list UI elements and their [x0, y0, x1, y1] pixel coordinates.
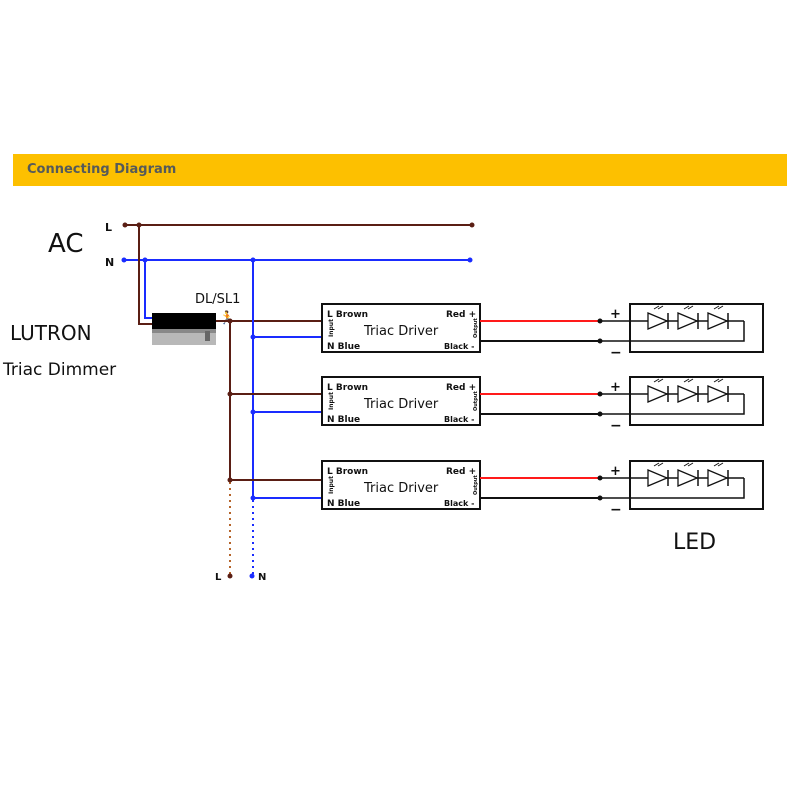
led-plus-sign: +: [610, 307, 621, 322]
dimmer-terminal-label: DL/SL1: [195, 292, 240, 307]
terminal-dot: [122, 222, 128, 228]
led-module-box: [629, 460, 764, 510]
driver-output-pos-label: Red +: [446, 310, 476, 320]
driver-name: Triac Driver: [363, 481, 439, 496]
driver-row: L Brown N Blue Red + Black - Triac Driver Inp…: [227, 460, 764, 518]
driver-output-tag: Output: [473, 475, 479, 495]
led-diode-icon: [647, 378, 669, 403]
terminal-dot: [467, 257, 473, 263]
driver-input-tag: Input: [328, 319, 335, 337]
terminal-dot: [249, 573, 255, 579]
driver-output-pos-label: Red +: [446, 383, 476, 393]
terminal-dot: [597, 391, 603, 397]
led-plus-sign: +: [610, 464, 621, 479]
mains-l-label: L: [105, 221, 112, 234]
driver-row: L Brown N Blue Red + Black - Triac Driver Inp…: [250, 303, 764, 361]
running-man-icon: 🏃: [219, 310, 235, 326]
led-diode-icon: [647, 305, 669, 330]
led-minus-sign: −: [610, 345, 622, 361]
lutron-dimmer-device: [152, 313, 216, 345]
terminal-dot: [597, 495, 603, 501]
driver-input-tag: Input: [328, 476, 335, 494]
led-minus-sign: −: [610, 418, 622, 434]
triac-driver-box: [321, 303, 481, 353]
led-return-wire: [600, 478, 745, 499]
dimmer-neutral-feed: [144, 260, 152, 319]
driver-input-l-label: L Brown: [327, 310, 368, 320]
led-module-box: [629, 376, 764, 426]
led-module-box: [629, 303, 764, 353]
led-return-wire: [600, 321, 745, 342]
driver-output-neg-label: Black -: [444, 415, 474, 424]
led-minus-sign: −: [610, 502, 622, 518]
terminal-dot: [469, 222, 475, 228]
dimmer-brand-label: LUTRON: [10, 321, 92, 345]
driver-input-l-label: L Brown: [327, 383, 368, 393]
triac-driver-box: [321, 460, 481, 510]
driver-output-pos-label: Red +: [446, 467, 476, 477]
led-diode-icon: [677, 462, 699, 487]
bottom-l-label: L: [215, 572, 222, 583]
junction-dot: [250, 409, 256, 415]
driver-input-n-label: N Blue: [327, 415, 360, 425]
driver-output-neg-label: Black -: [444, 342, 474, 351]
terminal-dot: [597, 338, 603, 344]
dimmer-type-label: Triac Dimmer: [2, 360, 116, 380]
bottom-n-label: N: [258, 572, 266, 583]
driver-output-neg-label: Black -: [444, 499, 474, 508]
ac-label: AC: [48, 229, 83, 259]
driver-input-n-label: N Blue: [327, 499, 360, 509]
led-diode-icon: [677, 305, 699, 330]
driver-input-tag: Input: [328, 392, 335, 410]
driver-name: Triac Driver: [363, 397, 439, 412]
driver-row: L Brown N Blue Red + Black - Triac Driver Inp…: [227, 376, 764, 434]
led-diode-icon: [677, 378, 699, 403]
driver-input-n-label: N Blue: [327, 342, 360, 352]
terminal-dot: [597, 475, 603, 481]
led-diode-icon: [707, 378, 729, 403]
led-return-wire: [600, 394, 745, 415]
mains-n-label: N: [105, 256, 114, 269]
driver-input-l-label: L Brown: [327, 467, 368, 477]
junction-dot: [250, 334, 256, 340]
terminal-dot: [227, 573, 233, 579]
driver-output-tag: Output: [473, 391, 479, 411]
led-diode-icon: [707, 462, 729, 487]
junction-dot: [227, 391, 233, 397]
terminal-dot: [597, 318, 603, 324]
junction-dot: [227, 477, 233, 483]
section-header: Connecting Diagram: [13, 154, 787, 186]
driver-name: Triac Driver: [363, 324, 439, 339]
triac-driver-box: [321, 376, 481, 426]
terminal-dot: [597, 411, 603, 417]
led-diode-icon: [707, 305, 729, 330]
driver-output-tag: Output: [473, 318, 479, 338]
terminal-dot: [121, 257, 127, 263]
led-plus-sign: +: [610, 380, 621, 395]
section-title: Connecting Diagram: [27, 162, 177, 177]
junction-dot: [250, 495, 256, 501]
led-diode-icon: [647, 462, 669, 487]
led-label: LED: [673, 530, 716, 555]
dimmer-live-feed: [138, 225, 152, 325]
